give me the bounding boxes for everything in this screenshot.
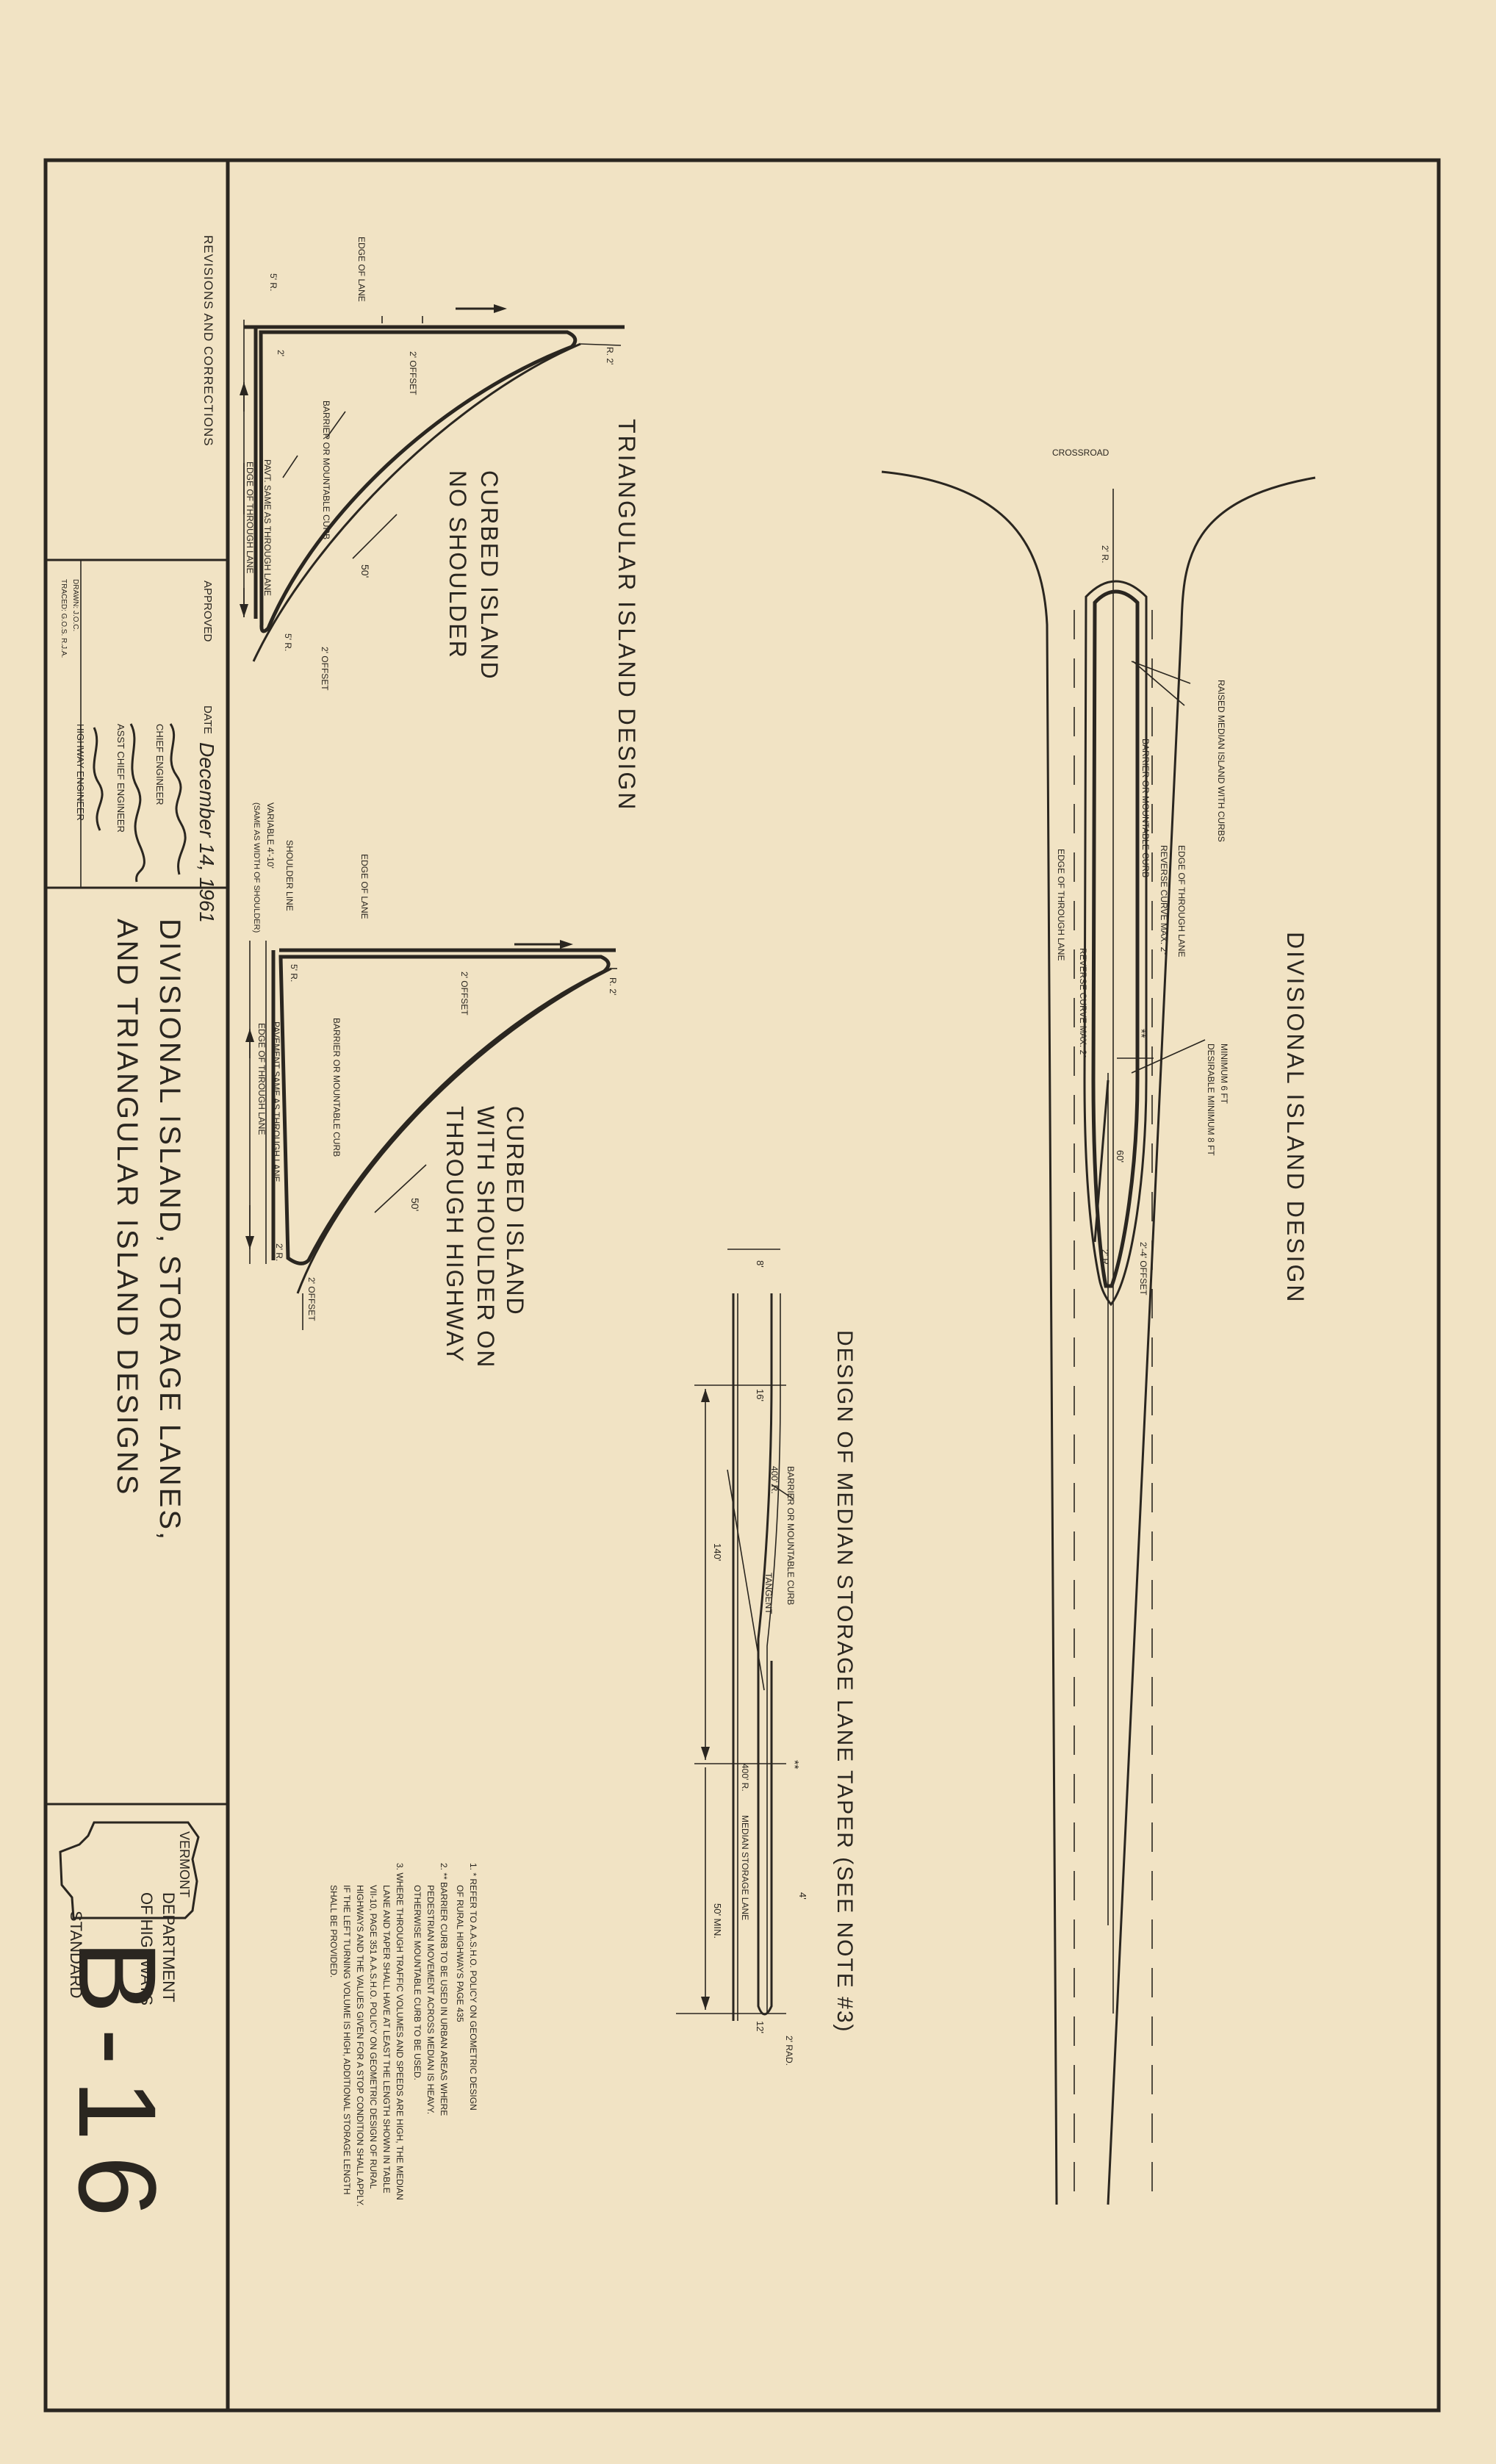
no-shoulder-offset-2-b: 2' OFFSET [320, 647, 330, 691]
no-shoulder-title-line1: CURBED ISLAND [476, 470, 503, 680]
with-shoulder-radius-5: 5' R. [289, 964, 299, 982]
median-tangent: TANGENT [763, 1573, 774, 1614]
median-dim-140: 140' [712, 1543, 723, 1561]
raised-median-label: RAISED MEDIAN ISLAND WITH CURBS [1216, 680, 1226, 842]
with-shoulder-title-line3: THROUGH HIGHWAY [442, 1106, 468, 1363]
vermont-outline [59, 1821, 200, 1919]
standard-label: STANDARD [67, 1911, 85, 1998]
median-storage-lane: MEDIAN STORAGE LANE [740, 1815, 750, 1920]
no-shoulder-edge-through: EDGE OF THROUGH LANE [245, 461, 255, 573]
no-shoulder-radius-5: 5' R. [268, 273, 278, 291]
with-shoulder-title-line1: CURBED ISLAND [502, 1106, 528, 1316]
drawing-title-line1: DIVISIONAL ISLAND, STORAGE LANES, [154, 919, 186, 1542]
median-dim-8: 8' [755, 1260, 766, 1268]
drawn-label: DRAWN: J.O.C. [71, 579, 79, 631]
triangular-island-with-shoulder [245, 940, 617, 1330]
revisions-label: REVISIONS AND CORRECTIONS [201, 235, 215, 447]
sheet-border [43, 158, 1441, 2413]
with-shoulder-dim-50: 50' [409, 1198, 421, 1211]
div-edge-through: EDGE OF THROUGH LANE [1176, 845, 1187, 957]
no-shoulder-dim-50: 50' [359, 564, 371, 578]
approved-label: APPROVED [201, 581, 214, 642]
note-2c: OTHERWISE MOUNTABLE CURB TO BE USED. [412, 1885, 422, 2080]
with-shoulder-pavement: PAVEMENT SAME AS THROUGH LANE [271, 1021, 281, 1182]
drawing-title-line2: AND TRIANGULAR ISLAND DESIGNS [111, 919, 143, 1496]
divisional-heading: DIVISIONAL ISLAND DESIGN [1282, 932, 1309, 1304]
no-shoulder-dim-2: 2' [276, 350, 286, 356]
div-dim-60: 60' [1115, 1150, 1126, 1163]
no-shoulder-pavement: PAVT. SAME AS THROUGH LANE [262, 459, 273, 596]
highway-engineer-label: HIGHWAY ENGINEER [75, 724, 86, 821]
with-shoulder-variable-note: (SAME AS WIDTH OF SHOULDER) [252, 802, 261, 933]
with-shoulder-radius-2: R. 2' [608, 977, 618, 995]
div-star2: ** [1134, 1029, 1147, 1038]
no-shoulder-title-line2: NO SHOULDER [445, 470, 471, 659]
note-3e: IF THE LEFT TURNING VOLUME IS HIGH, ADDI… [342, 1885, 352, 2194]
date-value: December 14, 1961 [195, 742, 218, 923]
with-shoulder-radius-2-b: 2' R. [274, 1243, 284, 1261]
crossroad-label: CROSSROAD [1052, 448, 1110, 458]
note-1a: 1. * REFER TO A.A.S.H.O. POLICY ON GEOME… [468, 1863, 478, 2111]
with-shoulder-offset-2: 2' OFFSET [459, 971, 470, 1016]
div-min-width: MINIMUM 6 FT [1219, 1044, 1229, 1105]
sheet-number: B-16 [56, 1940, 179, 2232]
no-shoulder-offset-2: 2' OFFSET [408, 351, 418, 395]
date-label: DATE [201, 705, 214, 734]
with-shoulder-edge-of-lane: EDGE OF LANE [359, 854, 370, 919]
divisional-island-drawing [881, 470, 1316, 2205]
with-shoulder-curb: BARRIER OR MOUNTABLE CURB [331, 1018, 342, 1157]
note-3f: SHALL BE PROVIDED. [328, 1885, 339, 1978]
with-shoulder-variable: VARIABLE 4'-10' [265, 802, 276, 869]
median-star2: ** [788, 1760, 800, 1769]
with-shoulder-edge-through: EDGE OF THROUGH LANE [256, 1023, 267, 1135]
div-reverse-curve-2: REVERSE CURVE MAX. 2° [1078, 948, 1088, 1058]
state-name: VERMONT [177, 1831, 192, 1897]
median-radius-2: 2' RAD. [784, 2036, 794, 2066]
div-edge-through-b: EDGE OF THROUGH LANE [1056, 849, 1066, 960]
no-shoulder-edge-of-lane: EDGE OF LANE [356, 237, 367, 302]
chief-engineer-signature [169, 723, 187, 875]
median-dim-4: 4' [797, 1892, 808, 1900]
median-radius-400: 400' R. [769, 1466, 780, 1494]
note-2a: 2. ** BARRIER CURB TO BE USED IN URBAN A… [439, 1863, 449, 2116]
div-radius-2: 2' R. [1100, 545, 1110, 563]
median-dim-50-min: 50' MIN. [712, 1903, 723, 1939]
with-shoulder-title-line2: WITH SHOULDER ON [472, 1106, 499, 1368]
div-offset: 2'-4' OFFSET [1138, 1242, 1148, 1296]
median-curb: BARRIER OR MOUNTABLE CURB [785, 1466, 796, 1605]
triangular-island-no-shoulder [240, 304, 625, 662]
note-3a: 3. WHERE THROUGH TRAFFIC VOLUMES AND SPE… [395, 1863, 405, 2200]
no-shoulder-radius-5-b: 5' R. [283, 633, 293, 651]
note-3b: LANE AND TAPER SHALL HAVE AT LEAST THE L… [381, 1885, 392, 2194]
highway-engineer-signature [93, 727, 104, 831]
notes-block: 1. * REFER TO A.A.S.H.O. POLICY ON GEOME… [328, 1863, 478, 2207]
note-1b: OF RURAL HIGHWAYS PAGE 435 [455, 1885, 465, 2022]
div-curb-label: BARRIER OR MOUNTABLE CURB [1140, 739, 1151, 877]
median-heading: DESIGN OF MEDIAN STORAGE LANE TAPER (SEE… [832, 1330, 857, 2033]
with-shoulder-shoulder-line: SHOULDER LINE [284, 840, 295, 911]
no-shoulder-curb: BARRIER OR MOUNTABLE CURB [321, 401, 331, 539]
div-desirable-width: DESIRABLE MINIMUM 8 FT [1206, 1044, 1216, 1156]
median-radius-400-b: 400' R. [740, 1764, 750, 1792]
chief-engineer-label: CHIEF ENGINEER [154, 724, 165, 805]
note-3d: HIGHWAYS AND THE VALUES GIVEN FOR A STOP… [355, 1885, 365, 2207]
median-storage-drawing [676, 1249, 794, 2021]
dept-line1: DEPARTMENT [159, 1892, 178, 2003]
triangular-island-heading: TRIANGULAR ISLAND DESIGN [614, 419, 640, 811]
with-shoulder-offset-2-b: 2' OFFSET [306, 1277, 317, 1321]
div-reverse-curve-1: REVERSE CURVE MAX. 2° [1159, 845, 1169, 955]
note-2b: PEDESTRIAN MOVEMENT ACROSS MEDIAN IS HEA… [425, 1885, 436, 2114]
traced-label: TRACED: G.O.S. R.J.A. [60, 579, 68, 658]
asst-chief-engineer-label: ASST CHIEF ENGINEER [115, 724, 126, 833]
median-dim-16: 16' [755, 1389, 766, 1401]
asst-chief-engineer-signature [129, 723, 145, 883]
dept-line2: OF HIGHWAYS [137, 1892, 156, 2005]
div-radius-2-b: 2' R. [1100, 1249, 1110, 1267]
note-3c: VII-10, PAGE 351 A.A.S.H.O. POLICY ON GE… [368, 1885, 378, 2189]
median-dim-12: 12' [755, 2021, 766, 2033]
no-shoulder-radius-2: R. 2' [605, 347, 615, 364]
